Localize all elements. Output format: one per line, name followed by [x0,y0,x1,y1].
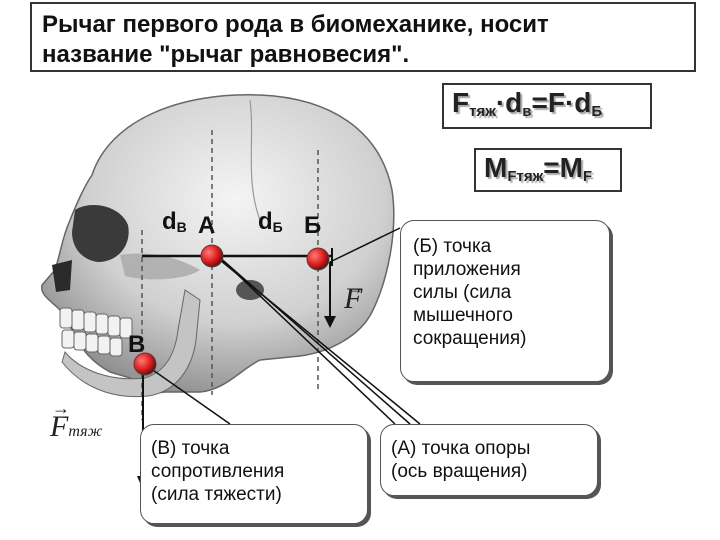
title-line-1: Рычаг первого рода в биомеханике, носит [42,11,549,38]
vector-f-label: → F [344,278,364,315]
formula1-part-c: =F·d [531,87,592,118]
title-line-2: название "рычаг равновесия". [42,41,410,68]
label-point-b: Б [304,212,322,239]
formula1-part-b: ·d [495,87,523,118]
ear-canal [236,280,264,300]
label-dv-main: d [162,208,177,235]
skull-suture [249,99,261,221]
point-v-marker [133,352,157,376]
leader-a3 [219,259,421,425]
vector-ftyazh-label: → Fтяж [50,398,103,443]
callout-point-v: (В) точка сопротивления (сила тяжести) [140,424,368,524]
callout-b-line: силы (сила [413,282,512,303]
leader-a1 [217,255,396,425]
callout-v-line: (сила тяжести) [151,484,282,505]
nasal-cavity [52,260,72,292]
eye-socket [72,205,129,262]
vector-f-text: F [344,282,363,315]
vector-ftyazh-text: F [50,410,69,443]
point-a-marker [200,244,224,268]
mandible [61,289,201,398]
callout-a-line: (ось вращения) [391,461,528,482]
callout-point-b: (Б) точка приложения силы (сила мышечног… [400,220,610,382]
label-db: dБ [258,208,283,236]
formula1-sub-a: тяж [469,103,496,120]
formula1-part-a: F [452,87,470,118]
formula-moments-equal: MFтяж=MF [474,148,622,192]
callout-b-line: сокращения) [413,328,527,349]
callout-b-line: приложения [413,259,521,280]
vector-ftyazh-sub: тяж [68,423,103,440]
callout-a-line: (А) точка опоры [391,438,531,459]
formula2-sub-a: Fтяж [507,168,544,185]
leader-c [149,367,231,425]
formula2-part-a: M [484,152,508,183]
point-b-marker [306,247,330,271]
callout-b-line: мышечного [413,305,513,326]
formula1-sub-c: Б [591,103,603,120]
callout-v-line: (В) точка [151,438,230,459]
callout-point-a: (А) точка опоры (ось вращения) [380,424,598,496]
label-point-a: А [198,212,216,239]
formula1-sub-b: в [522,103,532,120]
leader-b [329,227,401,263]
formula-moment-balance: Fтяж·dв=F·dБ [442,83,652,129]
label-dv: dВ [162,208,187,236]
formula2-part-b: =M [543,152,583,183]
label-point-v: В [128,331,146,358]
label-db-main: d [258,208,273,235]
cheekbone [120,253,200,280]
title-box: Рычаг первого рода в биомеханике, носит … [30,2,696,72]
label-dv-sub: В [176,219,187,235]
callout-v-line: сопротивления [151,461,285,482]
teeth [59,307,133,357]
label-db-sub: Б [272,219,283,235]
formula2-sub-b: F [582,168,593,185]
callout-b-line: (Б) точка [413,236,492,257]
